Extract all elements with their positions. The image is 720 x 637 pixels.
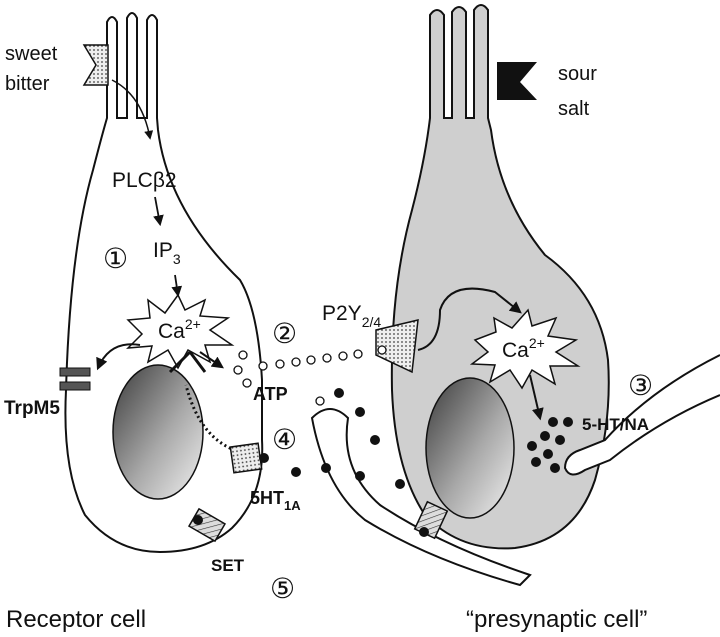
step-3: ③ <box>628 370 653 401</box>
arrow-ca-to-atp <box>199 351 224 369</box>
step-2: ② <box>272 318 297 349</box>
tastant-label-bitter: bitter <box>5 73 50 95</box>
ht1a-bound-serotonin <box>259 453 269 463</box>
serotonin-vesicles <box>527 417 573 473</box>
calcium-burst-presynaptic <box>469 308 581 390</box>
trpm5-channel-top <box>59 367 91 377</box>
plc-label: PLCβ2 <box>112 169 177 192</box>
sweet-bitter-receptor <box>82 44 109 86</box>
arrow-ca-to-vesicles <box>529 374 544 421</box>
arrow-plc-to-ip3 <box>153 196 164 227</box>
tastant-label-sweet: sweet <box>5 43 58 65</box>
calcium-label-presynaptic: Ca2+ <box>502 335 545 362</box>
p2y-label: P2Y2/4 <box>322 302 381 330</box>
arrow-ca-to-trpm5 <box>96 343 141 371</box>
set-label: SET <box>211 556 245 575</box>
inhibition-bar-2 <box>188 351 207 373</box>
arrow-p2y-to-ca <box>417 287 522 351</box>
step-4: ④ <box>272 424 297 455</box>
ht1a-label: 5HT1A <box>250 488 301 513</box>
set-bound-serotonin <box>193 515 203 525</box>
ht-na-label: 5-HT/NA <box>582 415 649 434</box>
receptor-nucleus <box>112 364 204 500</box>
ht1a-receptor <box>229 442 263 474</box>
trpm5-channel-bottom <box>59 381 91 391</box>
inhibition-bar-1 <box>168 350 192 374</box>
p2y-bound-atp <box>377 345 387 355</box>
p2y-receptor <box>375 319 419 374</box>
arrow-ip3-to-ca <box>171 274 183 298</box>
nerve-fiber-left <box>310 408 532 587</box>
tastant-label-sour: sour <box>558 63 597 85</box>
atp-label: ATP <box>253 384 288 404</box>
trpm5-label: TrpM5 <box>4 398 60 419</box>
arrow-receptor-to-plc <box>111 79 154 140</box>
calcium-label-receptor: Ca2+ <box>158 316 201 343</box>
nerve-fiber-right <box>563 354 720 476</box>
presynaptic-nucleus <box>425 377 515 519</box>
step-5: ⑤ <box>270 573 295 604</box>
receptor-cell-caption: Receptor cell <box>6 606 146 633</box>
presynaptic-transporter-bound <box>419 527 429 537</box>
free-serotonin <box>291 388 405 489</box>
ip3-label: IP3 <box>153 239 181 267</box>
tastant-label-salt: salt <box>558 98 590 120</box>
step-1: ① <box>103 243 128 274</box>
presynaptic-cell-caption: “presynaptic cell” <box>466 606 647 633</box>
sour-salt-channel <box>497 62 537 100</box>
inhibition-line <box>184 384 241 454</box>
calcium-burst-receptor <box>126 293 235 370</box>
atp-molecules <box>233 349 363 406</box>
